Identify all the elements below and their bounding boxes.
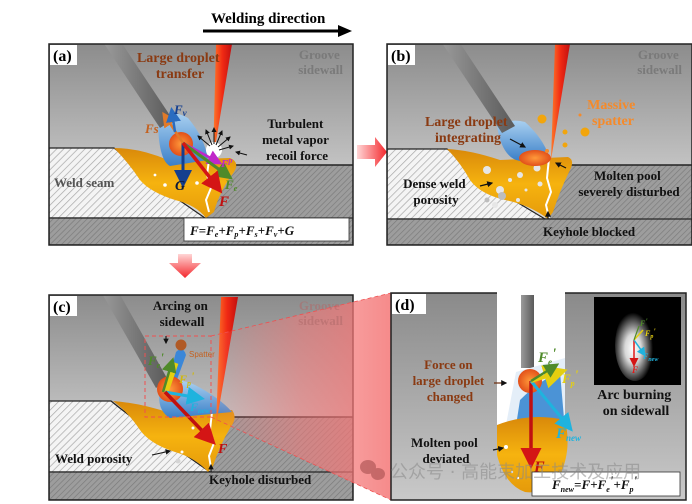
force-f-arrow — [181, 141, 223, 194]
force-fe-arrow — [182, 141, 233, 180]
spatter-droplets — [537, 113, 590, 153]
arcing-on-sidewall-label: Arcing on sidewall — [153, 298, 211, 329]
large-droplet-integrating-label: Large droplet integrating — [425, 115, 511, 146]
inset-fe-label: F' — [639, 317, 648, 328]
panel-d-tag: (d) — [395, 297, 415, 314]
force-fp-prime-label-c: Fp' — [178, 369, 195, 388]
weld-porosity-label: Weld porosity — [55, 451, 133, 466]
vapor-arrows — [197, 127, 248, 156]
turbulent-vapor-label: Turbulent metal vapor recoil force — [262, 116, 332, 163]
force-g-label: G — [175, 179, 185, 194]
force-fs-label: Fs — [144, 121, 159, 136]
wechat-watermark: 公众号 · 高能束加工技术及应用 — [360, 460, 641, 483]
force-fp-prime-label-d: Fp' — [561, 367, 579, 388]
spatter-label: Spatter — [189, 350, 215, 359]
electrode-d — [521, 293, 534, 368]
molten-pool-deviated-label: Molten pool deviated — [411, 435, 481, 466]
large-droplet-transfer-label: Large droplet transfer — [137, 51, 223, 82]
equation-a: F=Fe+Fp+Fs+Fv+G — [189, 223, 295, 239]
dense-porosity-label: Dense weld porosity — [403, 176, 469, 207]
panel-d — [391, 293, 686, 500]
panel-d-tag-bg — [392, 294, 426, 314]
welding-direction-label: Welding direction — [211, 11, 326, 27]
weld-seam-label: Weld seam — [54, 175, 114, 190]
panel-b-groove-label: Groove sidewall — [637, 47, 682, 77]
force-fe-prime-arrow-d — [530, 363, 560, 383]
force-fe-label: Fe — [224, 177, 238, 193]
force-f-label: F — [218, 194, 229, 210]
arrow-a-to-c — [169, 254, 201, 278]
arrow-a-to-b — [357, 137, 387, 167]
inset-f-label: F — [631, 365, 638, 375]
molten-pool-disturbed-label: Molten pool severely disturbed — [578, 168, 680, 199]
welding-direction-arrow — [203, 25, 352, 37]
panel-a-frame — [48, 43, 354, 246]
panel-b — [387, 44, 692, 245]
panel-c-groove-label: Groove sidewall — [298, 298, 343, 328]
force-fv-arrow — [166, 107, 181, 133]
panel-b-frame — [386, 43, 692, 246]
force-on-droplet-label: Force on large droplet changed — [413, 357, 488, 404]
equation-d-box — [531, 471, 681, 497]
force-fp-label: Fp — [220, 156, 232, 170]
force-f-label-c: F — [217, 442, 228, 457]
zoom-connector — [211, 293, 391, 500]
panel-b-tag-bg — [388, 45, 415, 65]
force-fe-prime-label-d: Fe' — [537, 346, 556, 367]
watermark-text: 公众号 · 高能束加工技术及应用 — [390, 462, 641, 483]
panel-a-tag: (a) — [53, 48, 72, 65]
force-fnew-arrow-d — [529, 380, 573, 432]
equation-d: Fnew=F+Fe'+Fp' — [551, 473, 637, 494]
panel-b-tag: (b) — [391, 48, 411, 65]
massive-spatter-label: Massive spatter — [587, 98, 639, 129]
inset-fnew-label: Fnew — [642, 352, 659, 363]
keyhole-blocked-label: Keyhole blocked — [543, 224, 636, 239]
panel-c-tag: (c) — [53, 299, 71, 316]
arc-burning-label: Arc burning on sidewall — [597, 388, 675, 419]
force-f-arrow-c — [163, 390, 216, 446]
force-fnew-arrow — [164, 387, 205, 405]
force-fe-prime-label-c: Fe' — [147, 350, 164, 370]
panel-a-groove-label: Groove sidewall — [298, 47, 343, 77]
keyhole-disturbed-label: Keyhole disturbed — [209, 472, 312, 487]
panel-a-tag-bg — [50, 45, 77, 65]
force-fe-prime-arrow — [161, 357, 177, 393]
wechat-icon — [360, 460, 385, 480]
equation-a-box — [183, 217, 350, 242]
force-fnew-label-d: Fnew — [555, 426, 582, 443]
force-fnew-label-c: Fnew — [189, 400, 210, 415]
panel-c-tag-bg — [50, 296, 77, 316]
inset-fp-label: Fp' — [644, 327, 656, 340]
force-fv-label: Fv — [173, 102, 188, 118]
